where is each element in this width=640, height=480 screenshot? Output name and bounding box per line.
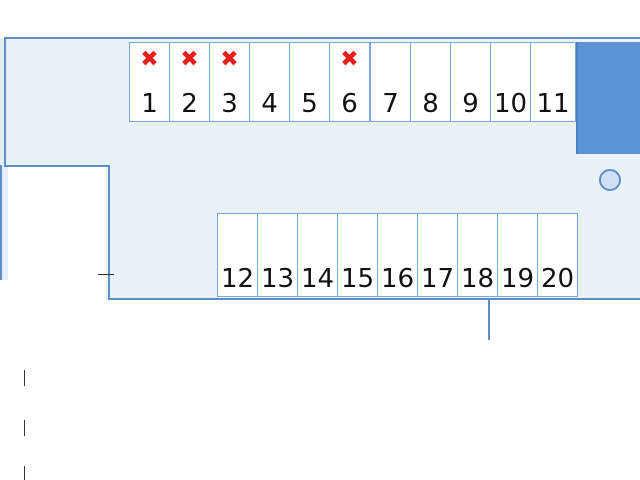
parking-stall-4[interactable]: 4: [249, 42, 290, 122]
stall-number: 14: [300, 264, 335, 294]
parking-stall-15[interactable]: 15: [337, 213, 378, 297]
margin-tick-3: [24, 466, 25, 480]
parking-stall-20[interactable]: 20: [537, 213, 578, 297]
parking-stall-11[interactable]: 11: [530, 42, 576, 122]
margin-tick-1: [24, 370, 25, 386]
stall-number: 9: [462, 89, 479, 119]
parking-stall-6[interactable]: ✖6: [329, 42, 370, 122]
boundary-left-lower: [108, 165, 110, 300]
margin-tick-2: [24, 420, 25, 436]
building-block: [576, 42, 640, 154]
parking-stall-13[interactable]: 13: [257, 213, 298, 297]
stall-number: 3: [221, 89, 238, 119]
parking-stall-1[interactable]: ✖1: [129, 42, 170, 122]
stall-number: 19: [500, 264, 535, 294]
boundary-outer-left: [0, 165, 2, 280]
stall-number: 5: [301, 89, 318, 119]
parking-stall-2[interactable]: ✖2: [169, 42, 210, 122]
boundary-left-notch-top: [4, 165, 110, 167]
parking-stall-10[interactable]: 10: [490, 42, 531, 122]
stall-number: 15: [340, 264, 375, 294]
parking-stall-18[interactable]: 18: [457, 213, 498, 297]
stall-number: 18: [460, 264, 495, 294]
parking-stall-3[interactable]: ✖3: [209, 42, 250, 122]
boundary-bottom: [108, 298, 640, 300]
scale-tick: [98, 274, 114, 275]
stall-number: 10: [493, 89, 528, 119]
parking-stall-12[interactable]: 12: [217, 213, 258, 297]
parking-stall-16[interactable]: 16: [377, 213, 418, 297]
taken-mark-icon: ✖: [180, 47, 199, 72]
stall-number: 4: [261, 89, 278, 119]
parking-stall-14[interactable]: 14: [297, 213, 338, 297]
parking-stall-17[interactable]: 17: [417, 213, 458, 297]
boundary-exit: [488, 298, 490, 340]
stall-number: 2: [181, 89, 198, 119]
stall-number: 12: [220, 264, 255, 294]
taken-mark-icon: ✖: [140, 47, 159, 72]
stall-number: 11: [536, 89, 570, 119]
parking-stall-8[interactable]: 8: [410, 42, 451, 122]
parking-stall-5[interactable]: 5: [289, 42, 330, 122]
parking-stall-19[interactable]: 19: [497, 213, 538, 297]
stall-number: 20: [540, 264, 575, 294]
parking-stall-9[interactable]: 9: [450, 42, 491, 122]
stall-number: 16: [380, 264, 415, 294]
stall-number: 1: [141, 89, 158, 119]
boundary-top: [4, 37, 640, 39]
stall-number: 13: [260, 264, 295, 294]
stall-number: 6: [341, 89, 358, 119]
stall-number: 17: [420, 264, 455, 294]
parking-stall-7[interactable]: 7: [370, 42, 411, 122]
taken-mark-icon: ✖: [220, 47, 239, 72]
taken-mark-icon: ✖: [340, 47, 359, 72]
pillar-circle: [599, 169, 621, 191]
boundary-left-upper: [4, 37, 6, 165]
stall-number: 8: [422, 89, 439, 119]
stall-number: 7: [382, 89, 399, 119]
